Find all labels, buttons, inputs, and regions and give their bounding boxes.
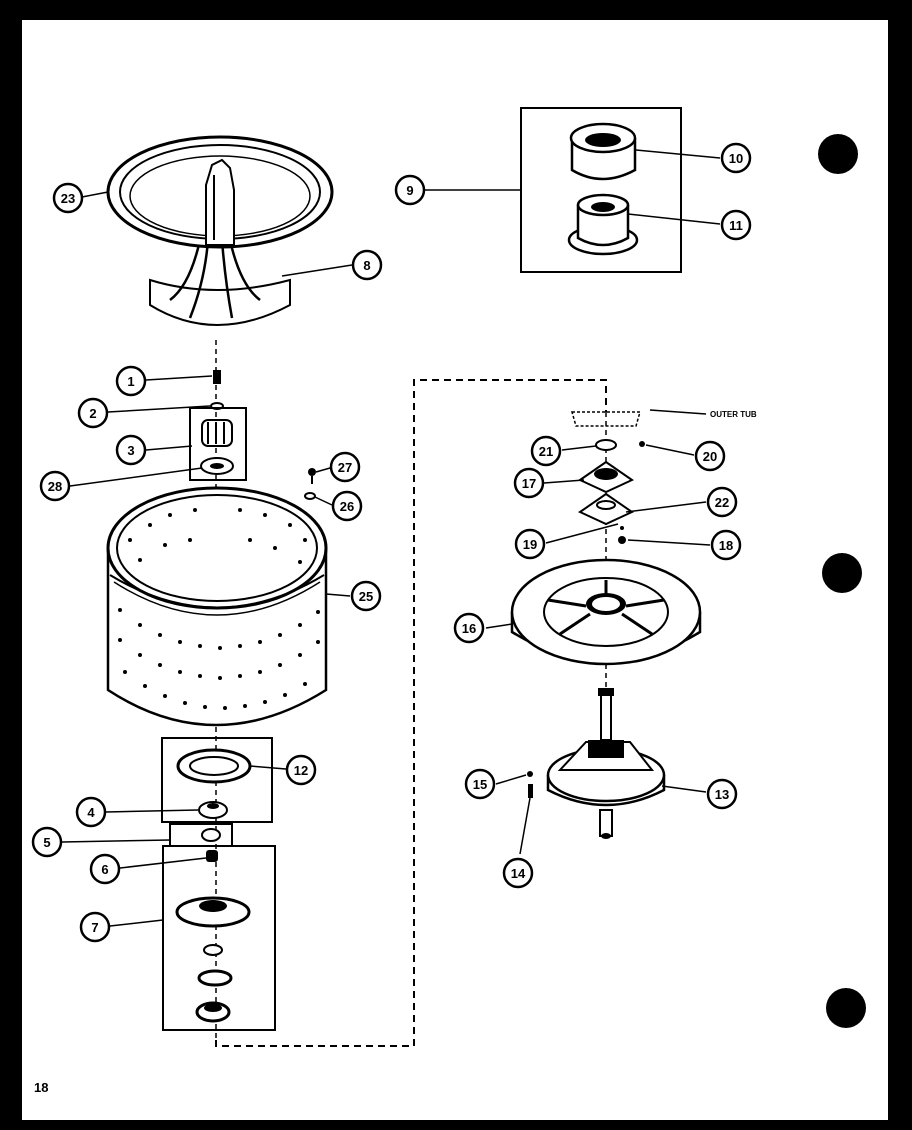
binder-hole-top bbox=[818, 134, 858, 174]
svg-text:2: 2 bbox=[89, 406, 96, 421]
svg-text:22: 22 bbox=[715, 495, 729, 510]
part-11-base bbox=[567, 193, 639, 256]
callout-2: 2 bbox=[77, 397, 109, 429]
part-21 bbox=[595, 439, 617, 451]
callout-5: 5 bbox=[31, 826, 63, 858]
svg-text:5: 5 bbox=[43, 835, 50, 850]
outer-tub-label: OUTER TUB bbox=[710, 410, 757, 419]
part-15-pin bbox=[527, 771, 533, 777]
svg-text:25: 25 bbox=[359, 589, 373, 604]
outer-tub-hint bbox=[571, 411, 641, 427]
callout-7: 7 bbox=[79, 911, 111, 943]
callout-13: 13 bbox=[706, 778, 738, 810]
part-7-box bbox=[162, 845, 276, 1031]
callout-20: 20 bbox=[694, 440, 726, 472]
callout-11: 11 bbox=[720, 209, 752, 241]
callout-10: 10 bbox=[720, 142, 752, 174]
svg-text:18: 18 bbox=[719, 538, 733, 553]
callout-6: 6 bbox=[89, 853, 121, 885]
svg-text:28: 28 bbox=[48, 479, 62, 494]
callout-14: 14 bbox=[502, 857, 534, 889]
svg-text:23: 23 bbox=[61, 191, 75, 206]
callout-9: 9 bbox=[394, 174, 426, 206]
part-4-bearing bbox=[198, 801, 228, 819]
part-27-screw bbox=[308, 468, 316, 476]
callout-27: 27 bbox=[329, 451, 361, 483]
svg-text:26: 26 bbox=[340, 499, 354, 514]
svg-text:15: 15 bbox=[473, 777, 487, 792]
svg-text:6: 6 bbox=[101, 862, 108, 877]
svg-text:20: 20 bbox=[703, 449, 717, 464]
callout-19: 19 bbox=[514, 528, 546, 560]
part-5-seal bbox=[201, 828, 221, 842]
part-25-basket bbox=[106, 486, 328, 727]
callout-3: 3 bbox=[115, 434, 147, 466]
callout-18: 18 bbox=[710, 529, 742, 561]
part-10-cap bbox=[569, 122, 637, 181]
assembly-dashed-path bbox=[215, 379, 607, 1047]
part-14-bolt bbox=[528, 784, 533, 798]
part-26-washer bbox=[304, 492, 316, 500]
callout-16: 16 bbox=[453, 612, 485, 644]
svg-text:10: 10 bbox=[729, 151, 743, 166]
binder-hole-middle bbox=[822, 553, 862, 593]
part-16-pulley bbox=[510, 558, 702, 666]
part-20-screw bbox=[639, 441, 645, 447]
callout-15: 15 bbox=[464, 768, 496, 800]
svg-text:16: 16 bbox=[462, 621, 476, 636]
svg-text:27: 27 bbox=[338, 460, 352, 475]
svg-text:1: 1 bbox=[127, 374, 134, 389]
svg-text:14: 14 bbox=[511, 866, 526, 881]
svg-text:7: 7 bbox=[91, 920, 98, 935]
page-number: 18 bbox=[34, 1080, 48, 1095]
callout-21: 21 bbox=[530, 435, 562, 467]
part-12-box bbox=[161, 737, 273, 823]
svg-text:21: 21 bbox=[539, 444, 553, 459]
svg-text:4: 4 bbox=[87, 805, 95, 820]
agitator-post bbox=[205, 158, 235, 246]
callout-12: 12 bbox=[285, 754, 317, 786]
callout-23: 23 bbox=[52, 182, 84, 214]
callout-17: 17 bbox=[513, 467, 545, 499]
svg-text:3: 3 bbox=[127, 443, 134, 458]
callout-26: 26 bbox=[331, 490, 363, 522]
callout-25: 25 bbox=[350, 580, 382, 612]
binder-hole-bottom bbox=[826, 988, 866, 1028]
callout-22: 22 bbox=[706, 486, 738, 518]
part-6-sleeve bbox=[206, 850, 218, 862]
svg-text:12: 12 bbox=[294, 763, 308, 778]
svg-text:19: 19 bbox=[523, 537, 537, 552]
svg-text:13: 13 bbox=[715, 787, 729, 802]
svg-text:9: 9 bbox=[406, 183, 413, 198]
svg-text:17: 17 bbox=[522, 476, 536, 491]
part-3-box bbox=[189, 407, 247, 481]
leader-lines bbox=[61, 149, 721, 927]
callout-28: 28 bbox=[39, 470, 71, 502]
callout-8: 8 bbox=[351, 249, 383, 281]
part-18-nut bbox=[618, 536, 626, 544]
agitator-assembly bbox=[106, 135, 334, 326]
part-13-transmission bbox=[546, 688, 666, 839]
callout-4: 4 bbox=[75, 796, 107, 828]
callout-1: 1 bbox=[115, 365, 147, 397]
svg-text:11: 11 bbox=[729, 218, 743, 233]
svg-text:8: 8 bbox=[363, 258, 370, 273]
part-1-bolt bbox=[213, 370, 221, 384]
